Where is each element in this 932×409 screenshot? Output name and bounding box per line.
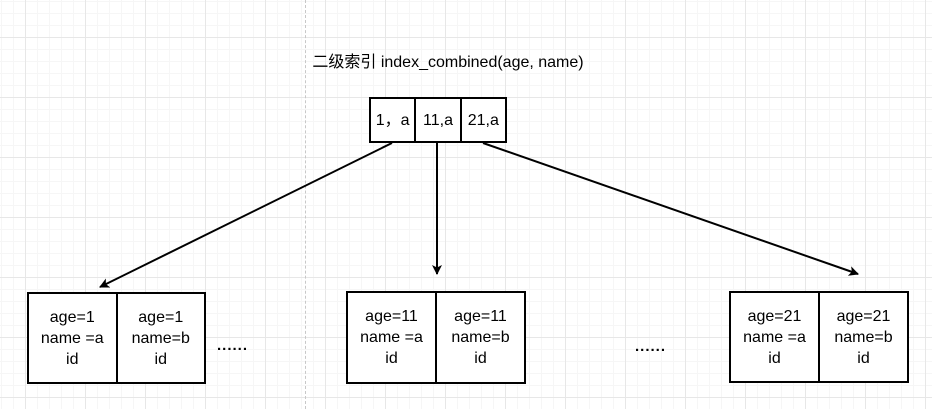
- diagram-title: 二级索引 index_combined(age, name): [312, 54, 584, 71]
- leaf-line: id: [154, 350, 167, 368]
- leaf-cell: age=1 name =a id: [29, 294, 116, 382]
- root-index-node: 1，a 11,a 21,a: [369, 97, 507, 143]
- root-cell-2: 11,a: [414, 99, 459, 141]
- leaf-cell: age=21 name=b id: [818, 293, 907, 381]
- leaf-line: age=11: [365, 308, 418, 325]
- arrow-root-to-left-leaf: [99, 142, 393, 288]
- leaf-line: id: [66, 350, 79, 368]
- leaf-line: age=1: [138, 308, 184, 326]
- leaf-line: name =a: [743, 328, 806, 346]
- root-cell-1: 1，a: [375, 111, 410, 129]
- leaf-node-age21: age=21 name =a id age=21 name=b id: [729, 291, 909, 383]
- leaf-cell: age=21 name =a id: [731, 293, 818, 381]
- leaf-cell: age=1 name=b id: [115, 294, 205, 382]
- arrow-root-to-right-leaf: [482, 142, 859, 276]
- leaf-line: name=b: [834, 328, 893, 346]
- leaf-node-age1: age=1 name =a id age=1 name=b id: [27, 292, 206, 384]
- leaf-line: age=21: [747, 307, 802, 325]
- leaf-line: age=21: [836, 307, 891, 325]
- leaf-line: name=b: [131, 329, 190, 347]
- leaf-line: name =a: [40, 329, 104, 347]
- leaf-line: age=1: [49, 308, 95, 326]
- leaf-line: age=11: [454, 308, 507, 325]
- ellipsis-right: ......: [635, 338, 667, 355]
- leaf-line: id: [385, 350, 398, 367]
- leaf-node-age11: age=11 name =a id age=11 name=b id: [346, 291, 526, 384]
- leaf-cell: age=11 name =a id: [348, 293, 435, 382]
- leaf-line: name =a: [360, 329, 423, 346]
- leaf-cell: age=11 name=b id: [435, 293, 524, 382]
- page-break-dashed-line: [305, 0, 306, 409]
- ellipsis-left: ......: [217, 337, 249, 354]
- leaf-line: name=b: [451, 329, 510, 346]
- root-cell-3: 21,a: [459, 99, 505, 141]
- leaf-line: id: [857, 349, 870, 367]
- leaf-line: id: [474, 350, 487, 367]
- leaf-line: id: [768, 349, 781, 367]
